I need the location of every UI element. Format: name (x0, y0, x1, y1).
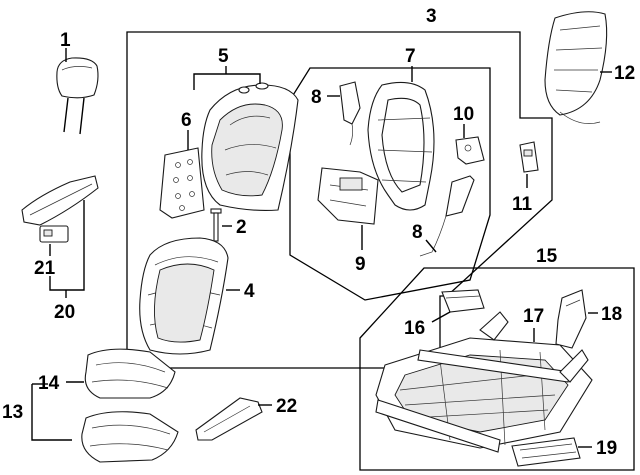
callout-6: 6 (181, 110, 192, 131)
cover-strip-part[interactable] (511, 437, 581, 467)
callout-22: 22 (276, 396, 297, 417)
callout-8-upper: 8 (311, 87, 322, 108)
leader-13 (31, 384, 72, 441)
shield-part[interactable] (555, 289, 587, 349)
heater-pad-part[interactable] (159, 147, 205, 219)
switch-part[interactable] (519, 141, 539, 173)
callout-18: 18 (601, 304, 622, 325)
callout-17: 17 (523, 306, 544, 327)
callout-1: 1 (60, 30, 71, 51)
pin-part[interactable] (210, 208, 222, 242)
seat-track-part[interactable] (375, 311, 593, 453)
callout-2: 2 (236, 217, 247, 238)
callout-14: 14 (38, 373, 60, 394)
back-panel-part[interactable] (544, 11, 608, 124)
callout-11: 11 (512, 194, 533, 215)
seat-switch-part[interactable] (39, 225, 69, 243)
airbag-strip-lower-part[interactable] (419, 175, 475, 257)
callout-8-lower: 8 (412, 222, 423, 243)
callout-7: 7 (405, 46, 416, 67)
seatback-frame-part[interactable] (367, 81, 435, 211)
callout-9: 9 (355, 254, 366, 275)
seatback-cover-part[interactable] (139, 237, 229, 355)
side-trim-part[interactable] (21, 175, 99, 226)
headrest-part[interactable] (56, 57, 99, 135)
callout-13: 13 (2, 402, 23, 423)
bracket-part[interactable] (559, 349, 589, 383)
callout-10: 10 (453, 104, 474, 125)
seat-module-part[interactable] (441, 289, 485, 313)
leader-20 (49, 200, 85, 291)
cushion-cover-part[interactable] (84, 348, 176, 399)
side-cover-part[interactable] (195, 397, 263, 441)
control-module-part[interactable] (455, 136, 485, 165)
lumbar-module-part[interactable] (317, 167, 379, 225)
callout-20: 20 (54, 302, 75, 323)
cushion-pad-part[interactable] (81, 411, 179, 463)
callout-5: 5 (218, 46, 229, 67)
seat-track-frame (359, 267, 635, 471)
leader-16 (431, 311, 451, 323)
callout-3: 3 (426, 6, 437, 27)
callout-19: 19 (596, 438, 617, 459)
callout-21: 21 (34, 258, 56, 279)
airbag-strip-upper-part[interactable] (339, 81, 361, 146)
leader-8b (425, 239, 437, 253)
leader-5 (193, 73, 261, 90)
callout-4: 4 (244, 281, 255, 302)
callout-15: 15 (536, 246, 558, 267)
seatback-assembly-frame (126, 31, 553, 369)
callout-12: 12 (614, 63, 635, 84)
callout-16: 16 (404, 318, 425, 339)
seatback-cushion-part[interactable] (201, 82, 299, 211)
